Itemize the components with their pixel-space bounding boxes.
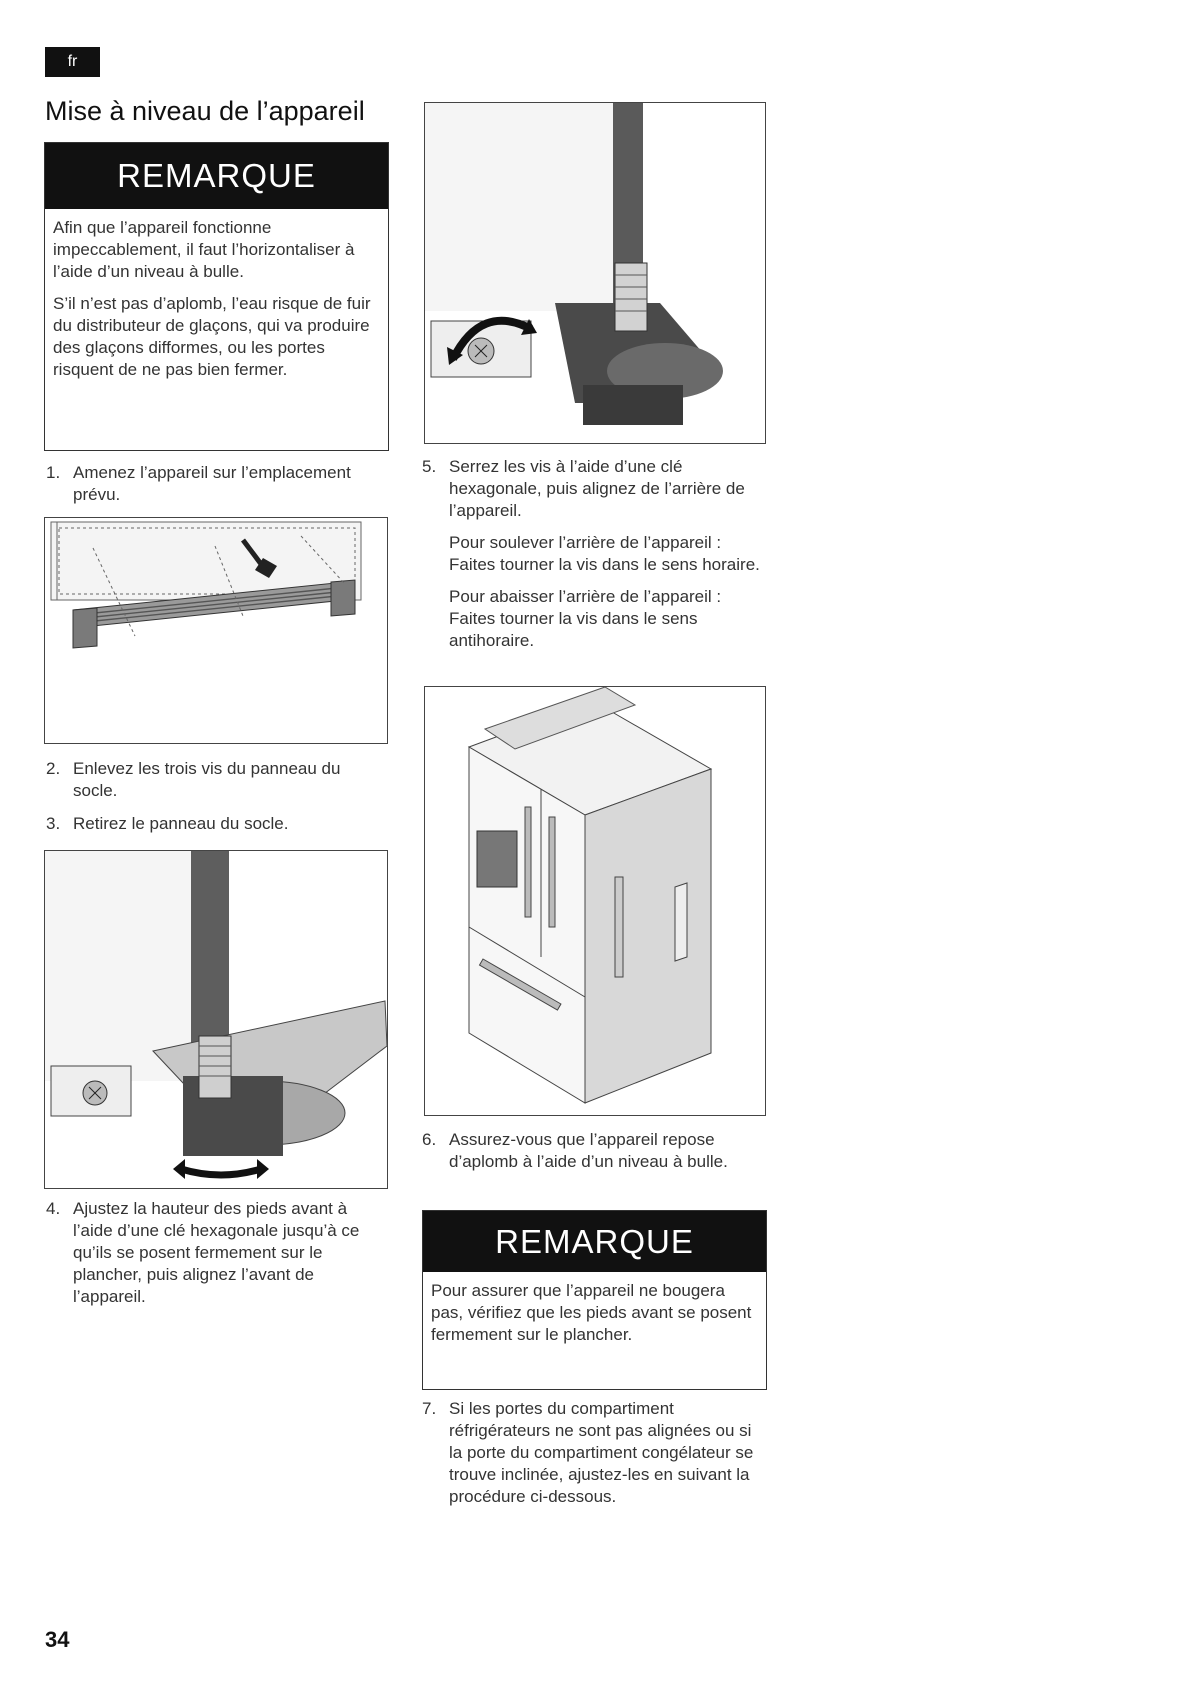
page-title: Mise à niveau de l’appareil (45, 96, 365, 126)
figure-refrigerator (424, 686, 766, 1116)
step-3: 3. Retirez le panneau du socle. (46, 813, 386, 835)
step-number: 5. (422, 457, 437, 476)
language-tag: fr (45, 47, 100, 77)
figure-rear-screw (424, 102, 766, 444)
step-text: Serrez les vis à l’aide d’une clé hexago… (449, 457, 745, 520)
note-header: REMARQUE (45, 143, 388, 209)
figure-front-leg-wrench (44, 850, 388, 1189)
figure-base-panel (44, 517, 388, 744)
note-paragraph: S’il n’est pas d’aplomb, l’eau risque de… (53, 294, 371, 379)
note-header: REMARQUE (423, 1211, 766, 1272)
step-text: Assurez-vous que l’appareil repose d’apl… (449, 1130, 728, 1171)
note-box-2: REMARQUE Pour assurer que l’appareil ne … (422, 1210, 767, 1390)
step-number: 1. (46, 463, 61, 482)
step-number: 7. (422, 1399, 437, 1418)
step-number: 3. (46, 814, 61, 833)
step-4: 4. Ajustez la hauteur des pieds avant à … (46, 1198, 386, 1308)
step-5: 5. Serrez les vis à l’aide d’une clé hex… (422, 456, 767, 652)
step-text: Amenez l’appareil sur l’emplacement prév… (73, 463, 351, 504)
note-body: Pour assurer que l’appareil ne bougera p… (423, 1272, 766, 1354)
step-2: 2. Enlevez les trois vis du panneau du s… (46, 758, 386, 802)
step-text: Retirez le panneau du socle. (73, 814, 289, 833)
step-number: 6. (422, 1130, 437, 1149)
step-6: 6. Assurez-vous que l’appareil repose d’… (422, 1129, 767, 1173)
note-paragraph: Pour assurer que l’appareil ne bougera p… (431, 1281, 752, 1344)
step-number: 4. (46, 1199, 61, 1218)
step-text: Enlevez les trois vis du panneau du socl… (73, 759, 341, 800)
step-lower-instruction: Pour abaisser l’arrière de l’appareil : … (449, 587, 722, 650)
step-text: Ajustez la hauteur des pieds avant à l’a… (73, 1199, 360, 1306)
step-text: Si les portes du compartiment réfrigérat… (449, 1399, 754, 1506)
step-raise-instruction: Pour soulever l’arrière de l’appareil : … (449, 533, 760, 574)
note-box-1: REMARQUE Afin que l’appareil fonctionne … (44, 142, 389, 451)
step-number: 2. (46, 759, 61, 778)
note-paragraph: Afin que l’appareil fonctionne impeccabl… (53, 218, 355, 281)
step-7: 7. Si les portes du compartiment réfrigé… (422, 1398, 767, 1508)
page-number: 34 (45, 1627, 70, 1652)
step-1: 1. Amenez l’appareil sur l’emplacement p… (46, 462, 386, 506)
note-body: Afin que l’appareil fonctionne impeccabl… (45, 209, 388, 389)
